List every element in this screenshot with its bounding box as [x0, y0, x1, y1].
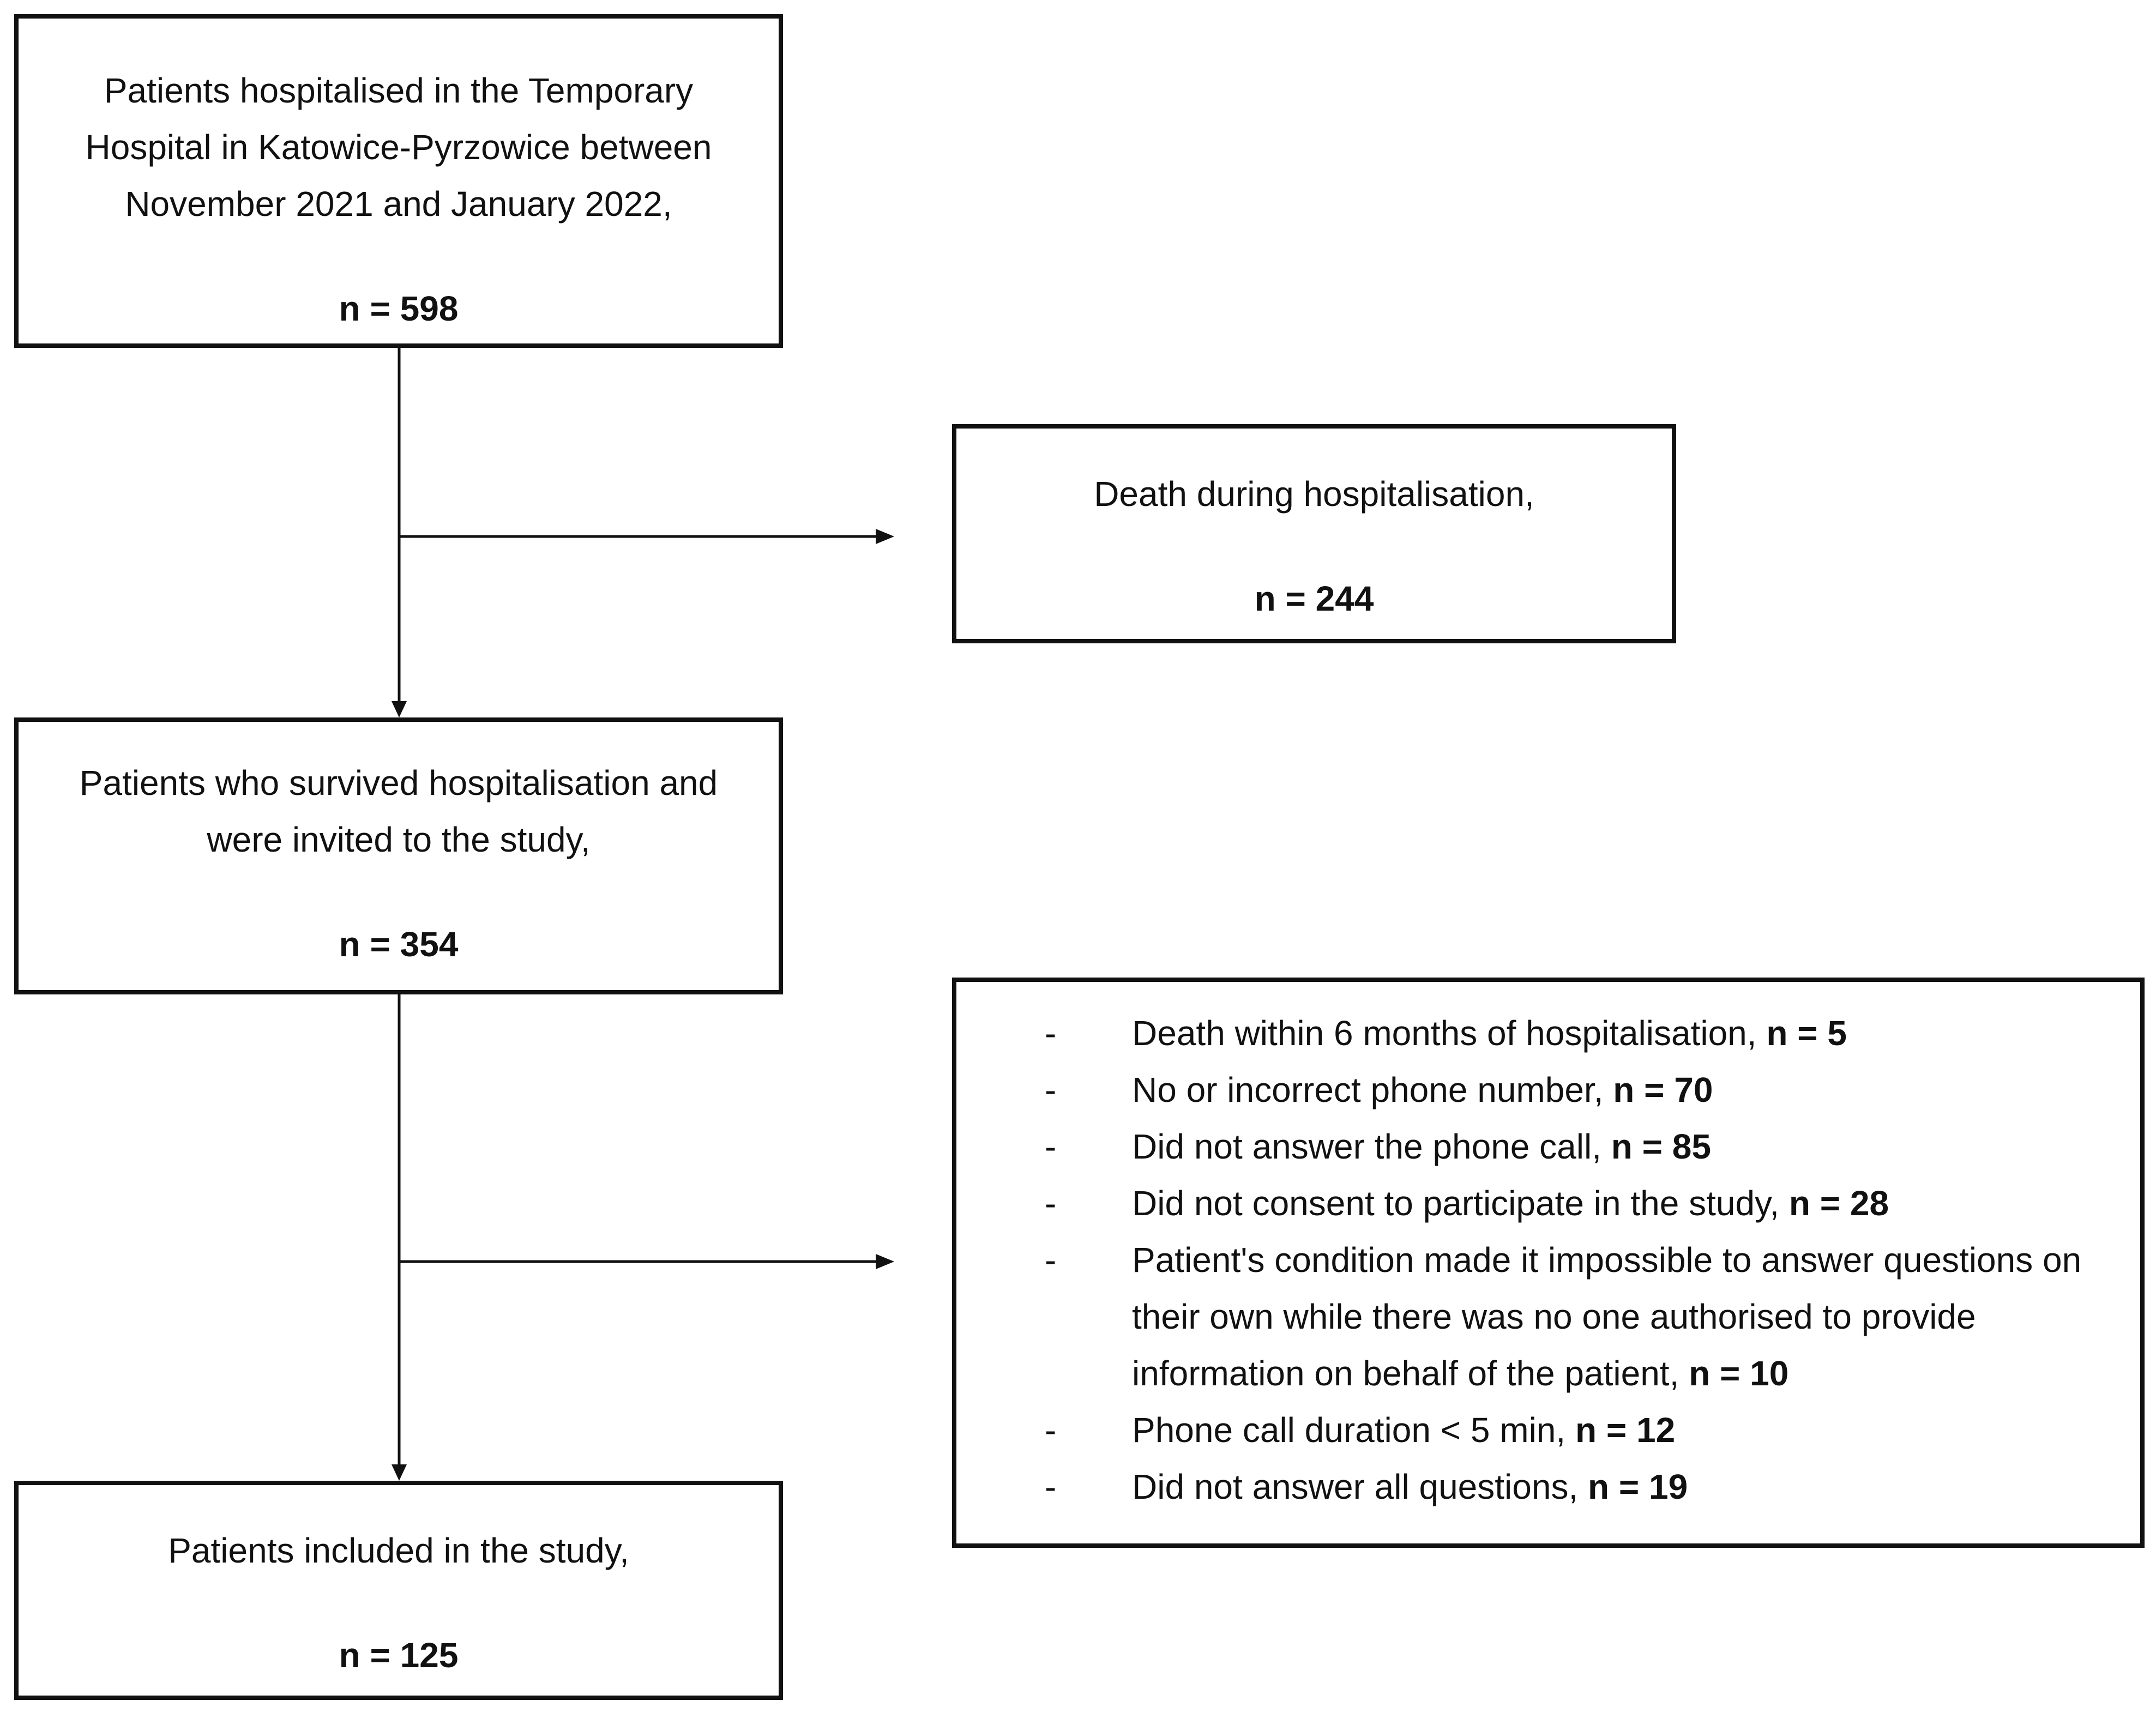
box-death-count: n = 244 [1254, 579, 1374, 618]
box-exclusion-reasons: - Death within 6 months of hospitalisatio… [952, 978, 2145, 1548]
exclusion-count: n = 28 [1788, 1184, 1889, 1223]
exclusion-item: - Patient's condition made it impossible … [956, 1232, 2140, 1402]
box-total-line: Hospital in Katowice-Pyrzowice between [85, 128, 712, 167]
list-dash: - [1045, 1410, 1057, 1450]
list-dash: - [1045, 1070, 1057, 1109]
box-invited-count: n = 354 [339, 925, 459, 964]
box-total-count: n = 598 [339, 289, 459, 328]
arrowhead-invited [392, 701, 407, 717]
exclusion-reason: Did not answer all questions, [1132, 1467, 1588, 1506]
exclusion-reason: Death within 6 months of hospitalisation… [1132, 1014, 1767, 1053]
box-invited-line: were invited to the study, [207, 820, 591, 859]
list-dash: - [1045, 1467, 1057, 1506]
box-death-during-hospitalisation: Death during hospitalisation, n = 244 [952, 424, 1676, 643]
exclusion-item: - Phone call duration < 5 min, n = 12 [956, 1402, 2140, 1458]
exclusion-count: n = 70 [1613, 1070, 1713, 1109]
exclusion-count: n = 19 [1588, 1467, 1688, 1506]
exclusion-item: - No or incorrect phone number, n = 70 [956, 1061, 2140, 1118]
exclusion-count: n = 5 [1766, 1014, 1847, 1053]
box-invited-to-study: Patients who survived hospitalisation an… [14, 717, 783, 994]
exclusion-reason: No or incorrect phone number, [1132, 1070, 1613, 1109]
box-hospitalised-total: Patients hospitalised in the Temporary H… [14, 14, 783, 348]
exclusion-item: - Death within 6 months of hospitalisatio… [956, 1005, 2140, 1061]
exclusion-reason: Phone call duration < 5 min, [1132, 1410, 1575, 1450]
arrowhead-excluded [876, 1254, 894, 1269]
exclusion-list: - Death within 6 months of hospitalisatio… [956, 1005, 2140, 1515]
box-included-in-study: Patients included in the study, n = 125 [14, 1481, 783, 1700]
box-death-line: Death during hospitalisation, [1094, 474, 1534, 514]
exclusion-item: - Did not consent to participate in the s… [956, 1175, 2140, 1232]
exclusion-reason: Did not answer the phone call, [1132, 1127, 1611, 1166]
exclusion-reason: Did not consent to participate in the st… [1132, 1184, 1789, 1223]
box-total-line: Patients hospitalised in the Temporary [104, 71, 694, 110]
box-included-line: Patients included in the study, [168, 1531, 629, 1570]
exclusion-reason: Patient's condition made it impossible t… [1132, 1240, 2082, 1393]
list-dash: - [1045, 1240, 1057, 1280]
list-dash: - [1045, 1127, 1057, 1166]
exclusion-count: n = 12 [1575, 1410, 1676, 1450]
arrowhead-included [392, 1464, 407, 1481]
arrowhead-death [876, 529, 894, 544]
exclusion-count: n = 85 [1611, 1127, 1711, 1166]
exclusion-item: - Did not answer all questions, n = 19 [956, 1458, 2140, 1515]
box-included-count: n = 125 [339, 1636, 459, 1675]
box-invited-line: Patients who survived hospitalisation an… [79, 763, 718, 803]
list-dash: - [1045, 1014, 1057, 1053]
box-total-line: November 2021 and January 2022, [125, 184, 672, 224]
exclusion-count: n = 10 [1689, 1354, 1789, 1393]
exclusion-item: - Did not answer the phone call, n = 85 [956, 1118, 2140, 1175]
list-dash: - [1045, 1184, 1057, 1223]
